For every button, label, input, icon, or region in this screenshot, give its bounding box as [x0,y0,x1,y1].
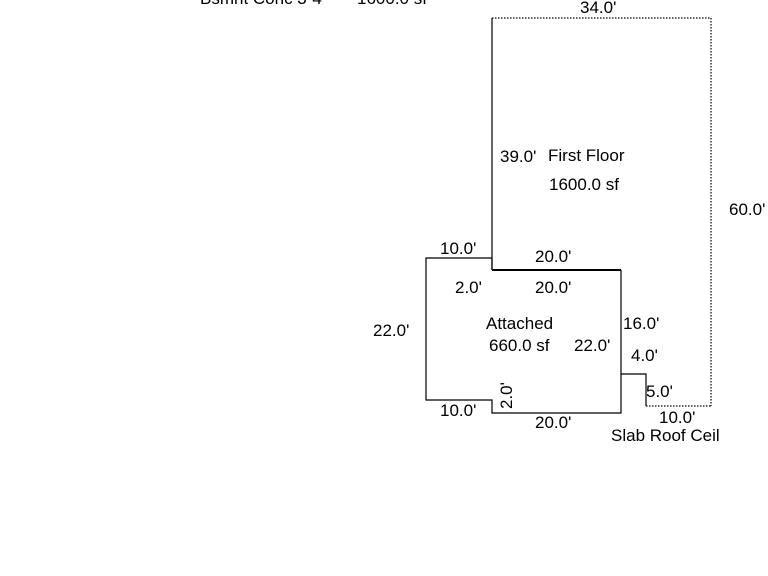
notch-outline [621,373,647,406]
attached-name-label: Attached [486,314,553,333]
dimension-notch-side: 5.0' [646,382,673,401]
dimension-bottom-left: 10.0' [440,401,476,420]
basement-area-label: 1600.0 sf [357,0,427,8]
attached-outline [425,257,622,414]
attached-area-label: 660.0 sf [489,336,550,355]
dimension-top: 34.0' [580,0,616,17]
dimension-notch-top: 4.0' [631,346,658,365]
dimension-right: 60.0' [729,200,765,219]
dimension-attached-top-left: 10.0' [440,239,476,258]
dimension-slab-bottom: 10.0' [659,408,695,427]
dimension-attached-right-outer: 16.0' [623,314,659,333]
dimension-first-floor-bottom: 20.0' [535,247,571,266]
dimension-attached-step-left: 2.0' [455,278,482,297]
first-floor-area-label: 1600.0 sf [549,175,619,194]
dimension-attached-inner-top: 20.0' [535,278,571,297]
slab-name-label: Slab Roof Ceil [611,426,720,445]
dimension-bottom-middle: 20.0' [535,413,571,432]
basement-name-label: Bsmnt Conc 3-4 [200,0,322,8]
dimension-bottom-step: 2.0' [497,382,516,409]
dimension-first-floor-left: 39.0' [500,147,536,166]
dimension-attached-left: 22.0' [373,321,409,340]
dimension-attached-right-inner: 22.0' [574,336,610,355]
first-floor-name-label: First Floor [548,146,625,165]
